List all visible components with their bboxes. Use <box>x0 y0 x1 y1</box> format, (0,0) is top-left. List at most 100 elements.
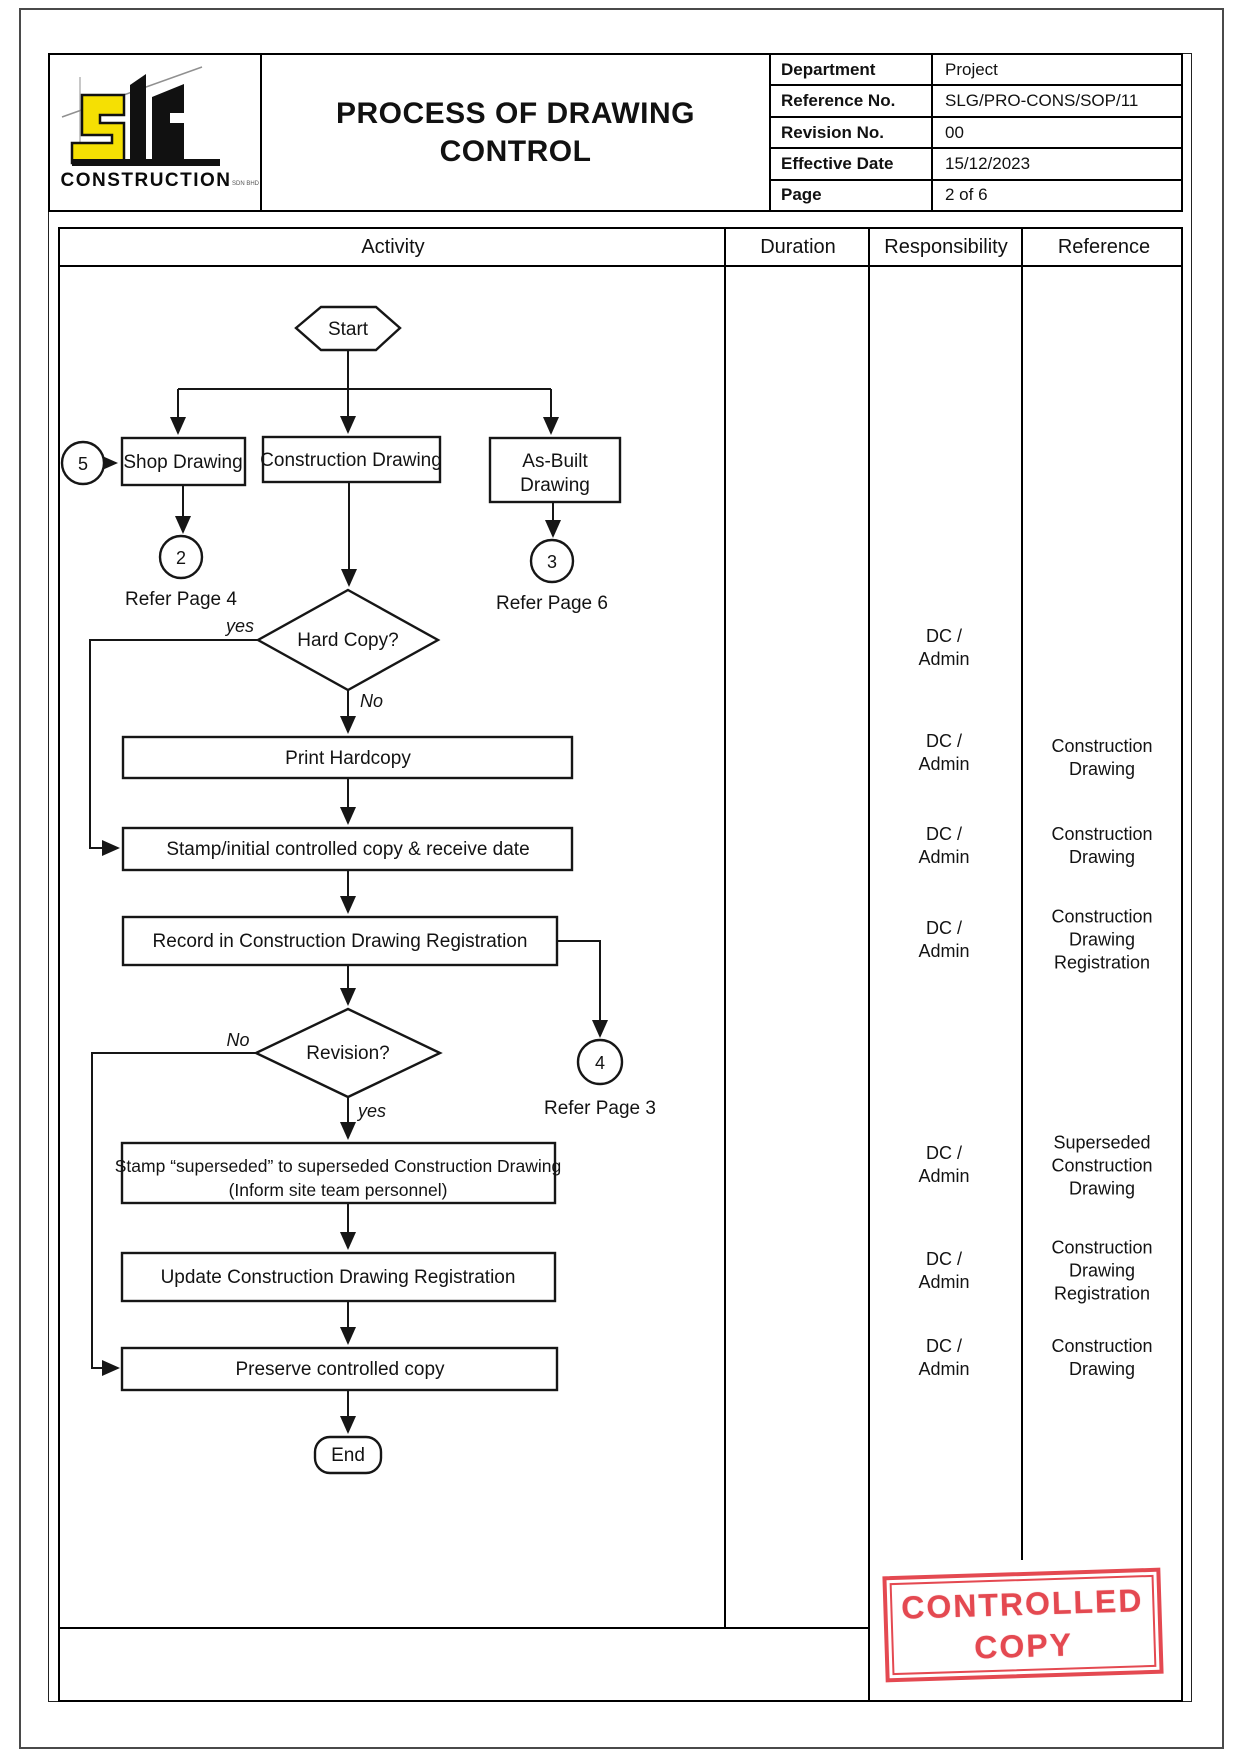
reference-stamp-initial: Construction Drawing <box>1051 824 1153 867</box>
revision-no-label: Revision No. <box>771 117 933 148</box>
construction-drawing-box <box>261 435 442 484</box>
document-info-table: Department Project Reference No. SLG/PRO… <box>771 55 1181 211</box>
shop-drawing-label: Shop Drawing <box>123 452 242 473</box>
logo-letter-g <box>152 84 184 163</box>
slg-logo-icon: CONSTRUCTION SDN BHD <box>60 66 260 191</box>
connector-2-circle <box>158 534 204 580</box>
connector-3-circle <box>529 538 575 584</box>
outer-page-edge <box>19 8 1224 1749</box>
column-header-reference: Reference <box>1057 236 1151 258</box>
info-row-reference-no: Reference No. SLG/PRO-CONS/SOP/11 <box>771 86 1181 118</box>
reference-preserve: Construction Drawing <box>1051 1336 1153 1379</box>
info-row-department: Department Project <box>771 55 1181 87</box>
stamp-line-2: COPY <box>973 1626 1074 1666</box>
stamp-line-1: CONTROLLED <box>900 1582 1144 1626</box>
connector-2-label: 2 <box>176 548 186 568</box>
controlled-copy-stamp: CONTROLLED COPY <box>882 1567 1164 1683</box>
print-hardcopy-box <box>121 735 574 780</box>
stamp-initial-box <box>121 826 574 872</box>
responsibility-stamp-initial: DC / Admin <box>918 824 970 867</box>
effective-date-label: Effective Date <box>771 149 933 179</box>
refer-page-3-label: Refer Page 3 <box>544 1098 656 1119</box>
responsibility-update: DC / Admin <box>918 1249 970 1292</box>
reference-superseded: Superseded Construction Drawing <box>1051 1132 1153 1199</box>
revision-no-label: No <box>226 1030 249 1050</box>
divider-activity-duration <box>724 229 726 1627</box>
info-row-effective-date: Effective Date 15/12/2023 <box>771 149 1181 181</box>
info-row-revision-no: Revision No. 00 <box>771 117 1181 150</box>
controlled-copy-stamp-text: CONTROLLED COPY <box>889 1574 1157 1676</box>
logo-suffix-text: SDN BHD <box>232 181 260 187</box>
stamp-initial-label: Stamp/initial controlled copy & receive … <box>166 839 529 860</box>
page-label: Page <box>771 180 933 211</box>
divider-responsibility-reference <box>1021 229 1023 1560</box>
stamp-superseded-box <box>120 1141 557 1205</box>
responsibility-superseded: DC / Admin <box>918 1143 970 1186</box>
reference-no-label: Reference No. <box>771 86 933 116</box>
revision-decision-diamond <box>253 1007 443 1099</box>
update-registration-label: Update Construction Drawing Registration <box>161 1267 516 1288</box>
effective-date-value: 15/12/2023 <box>945 153 1031 173</box>
asbuilt-label-line2: Drawing <box>520 475 590 496</box>
preserve-copy-label: Preserve controlled copy <box>235 1359 445 1380</box>
reference-update: Construction Drawing Registration <box>1051 1237 1153 1304</box>
hardcopy-question-label: Hard Copy? <box>297 630 398 651</box>
revision-no-value: 00 <box>945 122 964 142</box>
bottom-partial-row-line <box>60 1627 870 1629</box>
asbuilt-drawing-box <box>488 436 622 504</box>
hardcopy-yes-label: yes <box>224 616 254 636</box>
start-hexagon <box>294 305 402 352</box>
hardcopy-no-label: No <box>360 691 383 711</box>
department-label: Department <box>771 55 933 85</box>
column-header-duration: Duration <box>760 236 836 258</box>
end-label: End <box>331 1445 365 1466</box>
responsibility-record: DC / Admin <box>918 918 970 961</box>
record-registration-box <box>121 915 559 967</box>
page-number-value: 2 of 6 <box>945 185 988 205</box>
responsibility-hardcopy: DC / Admin <box>918 626 970 669</box>
process-table: Activity Duration Responsibility Referen… <box>58 227 1183 1702</box>
connector-3-label: 3 <box>547 552 557 572</box>
record-registration-label: Record in Construction Drawing Registrat… <box>153 931 528 952</box>
divider-duration-responsibility <box>868 229 870 1700</box>
header-row-divider <box>60 265 1181 267</box>
hardcopy-yes-path <box>89 639 258 856</box>
revision-question-label: Revision? <box>306 1043 389 1064</box>
company-logo: CONSTRUCTION SDN BHD <box>50 55 262 210</box>
asbuilt-label-line1: As-Built <box>522 451 588 472</box>
responsibility-preserve: DC / Admin <box>918 1336 970 1379</box>
reference-print: Construction Drawing <box>1051 736 1153 779</box>
document-title: PROCESS OF DRAWING CONTROL <box>262 55 771 210</box>
superseded-label-line2: (Inform site team personnel) <box>229 1180 448 1200</box>
column-header-responsibility: Responsibility <box>884 236 1008 258</box>
logo-letter-l <box>130 74 146 163</box>
update-registration-box <box>120 1251 557 1303</box>
title-line-1: PROCESS OF DRAWING <box>335 96 696 130</box>
document-header: CONSTRUCTION SDN BHD PROCESS OF DRAWING … <box>48 53 1183 212</box>
connector-4-label: 4 <box>595 1053 605 1073</box>
superseded-label-line1: Stamp “superseded” to superseded Constru… <box>115 1156 561 1176</box>
connector-4-circle <box>576 1038 624 1086</box>
print-hardcopy-label: Print Hardcopy <box>285 748 411 769</box>
end-terminator <box>313 1435 383 1475</box>
column-header-activity: Activity <box>361 236 425 258</box>
reference-no-value: SLG/PRO-CONS/SOP/11 <box>945 91 1139 111</box>
info-row-page: Page 2 of 6 <box>771 180 1181 211</box>
refer-page-6-label: Refer Page 6 <box>496 593 608 614</box>
shop-drawing-box <box>120 436 247 487</box>
title-line-2: CONTROL <box>439 134 592 168</box>
logo-company-text: CONSTRUCTION <box>60 170 231 191</box>
department-value: Project <box>945 59 998 79</box>
construction-drawing-label: Construction Drawing <box>260 450 442 471</box>
reference-record: Construction Drawing Registration <box>1051 906 1153 973</box>
hardcopy-decision-diamond <box>255 588 441 692</box>
refer-page-4-label: Refer Page 4 <box>125 589 237 610</box>
revision-yes-label: yes <box>356 1101 386 1121</box>
preserve-copy-box <box>120 1346 559 1392</box>
responsibility-print: DC / Admin <box>918 731 970 774</box>
start-label: Start <box>328 319 369 340</box>
connector-5-label: 5 <box>78 454 88 474</box>
connector-5-circle <box>60 440 106 486</box>
